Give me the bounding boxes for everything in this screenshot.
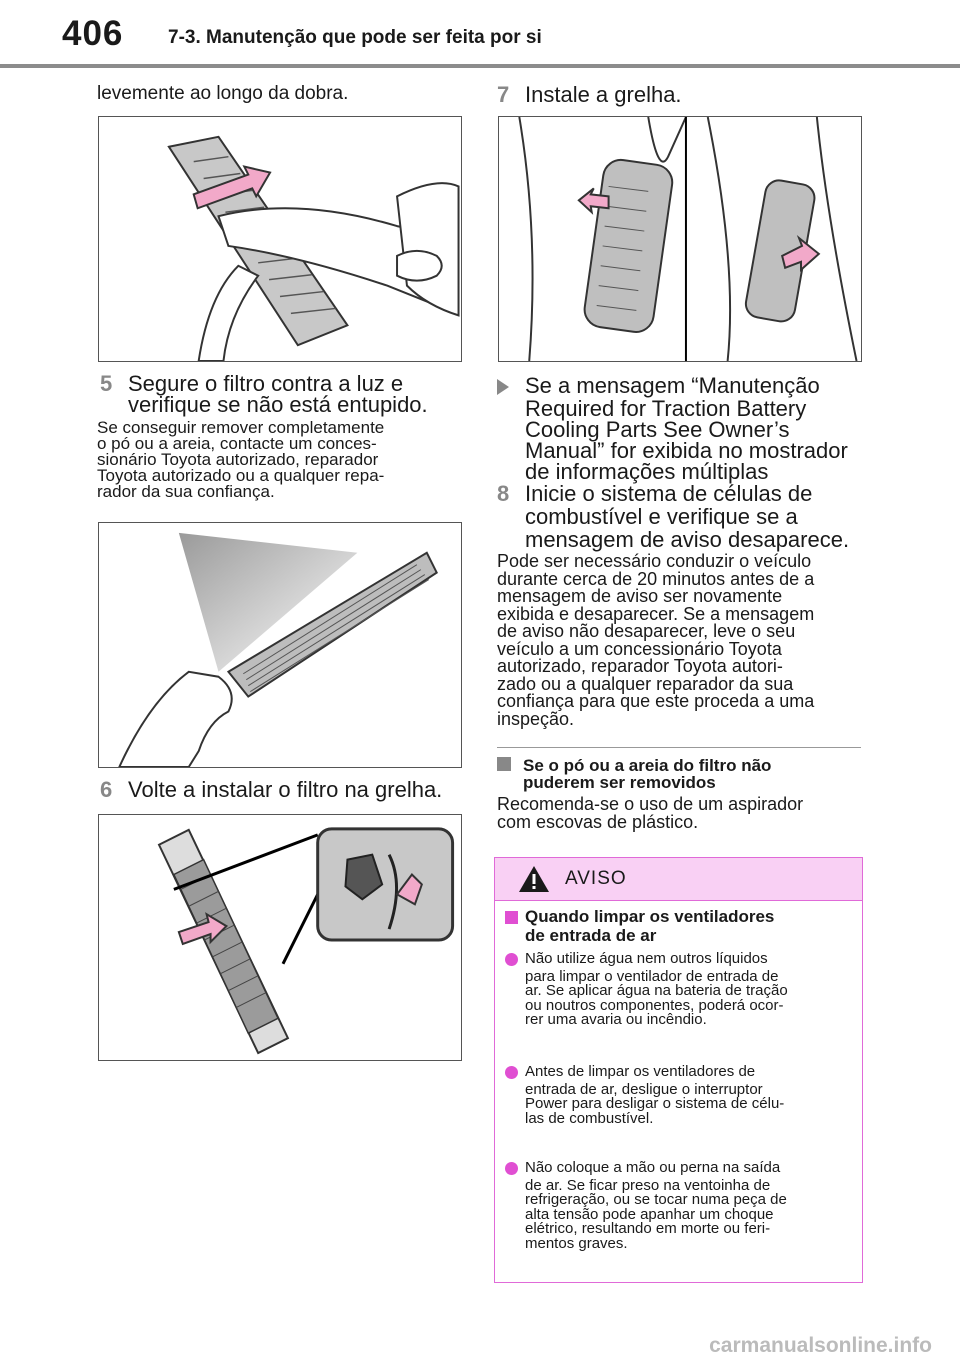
warning-subtitle-line: Quando limpar os ventiladores: [525, 907, 775, 926]
step-8-line: mensagem de aviso desaparece.: [525, 527, 850, 552]
condition-line: Se a mensagem “Manutenção: [525, 373, 820, 398]
dot-bullet-icon: [505, 953, 518, 966]
condition-line: Required for Traction Battery: [525, 396, 807, 421]
step-5: 5 Segure o filtro contra a luz e verifiq…: [100, 371, 460, 417]
install-grille-illustration: [518, 117, 858, 361]
warning-bullet-line: entrada de ar, desligue o interruptor: [525, 1080, 763, 1098]
condition-line: Cooling Parts See Owner’s: [525, 417, 790, 442]
step-8-desc-line: inspeção.: [497, 708, 575, 729]
warning-bullet-line: Não coloque a mão ou perna na saída: [525, 1159, 781, 1176]
warning-bullet-line: alta tensão pode apanhar um choque: [525, 1205, 774, 1223]
section-divider: [497, 747, 861, 748]
figure-reinstall-filter: [98, 814, 462, 1061]
header-rule: [0, 64, 960, 68]
figure-install-grille: [498, 116, 862, 362]
warning-bullet-line: Power para desligar o sistema de célu-: [525, 1095, 785, 1112]
triangle-bullet-icon: [497, 379, 509, 395]
step-8-desc-line: mensagem de aviso ser novamente: [497, 586, 783, 606]
step-5-desc-line: Se conseguir remover completamente: [97, 418, 385, 437]
warning-bullet-line: para limpar o ventilador de entrada de: [525, 967, 779, 985]
step-8-number: 8: [497, 481, 510, 506]
intro-text: levemente ao longo da dobra.: [97, 83, 349, 104]
warning-box: AVISO Quando limpar os ventiladores de e…: [494, 857, 863, 1283]
step-6: 6 Volte a instalar o filtro na grelha.: [100, 777, 470, 802]
step-5-desc-line: o pó ou a areia, contacte um conces-: [97, 434, 377, 453]
step-8: 8 Inicie o sistema de células de combust…: [497, 482, 867, 551]
filter-light-illustration: [118, 532, 438, 767]
dot-bullet-icon: [505, 1162, 518, 1175]
step-7-text: Instale a grelha.: [525, 82, 682, 107]
watermark: carmanualsonline.info: [709, 1334, 932, 1357]
warning-bullet-2: Antes de limpar os ventiladores de entra…: [505, 1063, 855, 1127]
warning-bullet-line: rer uma avaria ou incêndio.: [525, 1011, 707, 1028]
warning-subtitle: Quando limpar os ventiladores de entrada…: [505, 908, 855, 944]
warning-bullet-line: de ar. Se ficar preso na ventoinha de: [525, 1176, 771, 1194]
condition-block: Se a mensagem “Manutenção Required for T…: [497, 373, 867, 484]
step-8-line: combustível e verifique se a: [525, 504, 798, 529]
step-5-number: 5: [100, 371, 113, 396]
step-8-description: Pode ser necessário conduzir o veículo d…: [497, 551, 867, 729]
reinstall-filter-illustration: [157, 827, 455, 1055]
step-5-line-1: Segure o filtro contra a luz e: [128, 371, 404, 396]
warning-bullet-line: Antes de limpar os ventiladores de: [525, 1063, 756, 1080]
step-5-desc-line: rador da sua confiança.: [97, 482, 275, 501]
square-bullet-icon: [505, 911, 518, 924]
step-8-line: Inicie o sistema de células de: [525, 481, 813, 506]
step-8-desc-line: autorizado, reparador Toyota autori-: [497, 656, 783, 676]
figure-filter-light: [98, 522, 462, 768]
condition-line: Manual” for exibida no mostrador: [525, 438, 848, 463]
step-5-desc-line: Toyota autorizado ou a qualquer repa-: [97, 466, 385, 485]
step-8-desc-line: veículo a um concessionário Toyota: [497, 638, 782, 659]
step-5-line-2: verifique se não está entupido.: [128, 392, 428, 417]
section-title: 7-3. Manutenção que pode ser feita por s…: [168, 27, 542, 48]
dust-body-line: Recomenda-se o uso de um aspirador: [497, 794, 804, 814]
dust-title-line: puderem ser removidos: [523, 773, 716, 792]
warning-triangle-icon: [519, 866, 549, 892]
step-5-description: Se conseguir remover completamente o pó …: [97, 418, 467, 501]
step-6-text: Volte a instalar o filtro na grelha.: [128, 777, 443, 802]
step-6-number: 6: [100, 777, 113, 802]
step-8-desc-line: durante cerca de 20 minutos antes de a: [497, 568, 815, 589]
warning-bullet-line: refrigeração, ou se tocar numa peça de: [525, 1191, 787, 1208]
step-5-desc-line: sionário Toyota autorizado, reparador: [97, 450, 379, 469]
step-8-desc-line: exibida e desaparecer. Se a mensagem: [497, 603, 815, 624]
warning-bullet-3: Não coloque a mão ou perna na saída de a…: [505, 1159, 855, 1252]
step-8-desc-line: confiança para que este proceda a uma: [497, 691, 815, 711]
warning-bullet-line: ou noutros componentes, poderá ocor-: [525, 996, 784, 1014]
warning-subtitle-line: de entrada de ar: [525, 926, 657, 945]
dust-body-line: com escovas de plástico.: [497, 812, 699, 832]
warning-bullet-1: Não utilize água nem outros líquidos par…: [505, 950, 855, 1028]
square-bullet-icon: [497, 757, 511, 771]
step-8-desc-line: zado ou a qualquer reparador da sua: [497, 673, 794, 694]
warning-bullet-line: ar. Se aplicar água na bateria de tração: [525, 982, 788, 999]
warning-bullet-line: elétrico, resultando em morte ou feri-: [525, 1220, 771, 1237]
dust-title-line: Se o pó ou a areia do filtro não: [523, 756, 772, 775]
dust-section-body: Recomenda-se o uso de um aspirador com e…: [497, 795, 867, 831]
dot-bullet-icon: [505, 1066, 518, 1079]
step-8-desc-line: Pode ser necessário conduzir o veículo: [497, 551, 812, 571]
figure-vacuum-filter: [98, 116, 462, 362]
warning-title: AVISO: [565, 868, 627, 889]
warning-bullet-line: las de combustível.: [525, 1109, 654, 1127]
warning-bullet-line: mentos graves.: [525, 1234, 628, 1252]
step-7: 7 Instale a grelha.: [497, 82, 682, 107]
vacuum-filter-illustration: [167, 135, 460, 361]
condition-line: de informações múltiplas: [525, 459, 769, 484]
step-8-desc-line: de aviso não desaparecer, leve o seu: [497, 621, 796, 641]
warning-header: AVISO: [495, 858, 862, 901]
dust-section-title: Se o pó ou a areia do filtro não puderem…: [497, 757, 867, 791]
page-number: 406: [62, 14, 124, 53]
step-7-number: 7: [497, 82, 510, 107]
warning-bullet-line: Não utilize água nem outros líquidos: [525, 950, 768, 967]
